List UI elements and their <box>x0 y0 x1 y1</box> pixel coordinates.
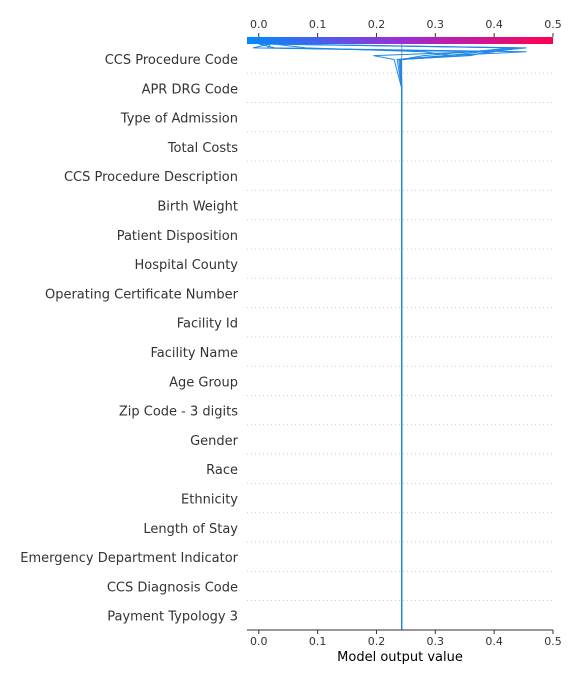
feature-label: Emergency Department Indicator <box>20 551 238 566</box>
feature-label: Gender <box>190 434 239 449</box>
grid-layer <box>247 72 553 631</box>
x-tick-label: 0.2 <box>368 635 386 648</box>
feature-label: Patient Disposition <box>117 229 238 244</box>
decision-line-6 <box>276 43 527 630</box>
feature-label: Zip Code - 3 digits <box>119 405 238 420</box>
decision-line-4 <box>252 43 495 630</box>
top-tick-label: 0.2 <box>368 18 386 31</box>
x-tick-label: 0.3 <box>427 635 445 648</box>
feature-label: Payment Typology 3 <box>107 610 238 625</box>
feature-label: CCS Procedure Description <box>64 170 238 185</box>
feature-label: Age Group <box>169 375 238 390</box>
top-tick-label: 0.3 <box>427 18 445 31</box>
x-tick-label: 0.0 <box>250 635 268 648</box>
feature-label: Length of Stay <box>143 522 238 537</box>
feature-label: Birth Weight <box>157 200 238 215</box>
feature-label: Hospital County <box>135 258 239 273</box>
x-tick-label: 0.4 <box>485 635 503 648</box>
feature-label: Ethnicity <box>181 493 238 508</box>
feature-label: Facility Id <box>177 317 238 332</box>
feature-label: CCS Procedure Code <box>105 53 238 68</box>
feature-label: Type of Admission <box>120 112 238 127</box>
colorbar <box>247 37 553 44</box>
top-tick-label: 0.5 <box>544 18 562 31</box>
feature-label: Total Costs <box>167 141 238 156</box>
decision-lines <box>252 43 527 630</box>
feature-label: APR DRG Code <box>142 82 238 97</box>
top-tick-label: 0.4 <box>485 18 503 31</box>
feature-label: Operating Certificate Number <box>45 287 239 302</box>
feature-label: CCS Diagnosis Code <box>107 580 238 595</box>
colorbar-layer: 0.0 0.1 0.2 0.3 0.4 0.5 <box>247 18 562 44</box>
x-tick-label: 0.1 <box>309 635 327 648</box>
decision-line-3 <box>258 43 514 630</box>
top-tick-label: 0.1 <box>309 18 327 31</box>
feature-label: Facility Name <box>150 346 238 361</box>
x-tick-label: 0.5 <box>544 635 562 648</box>
feature-label: Race <box>206 463 238 478</box>
x-axis-title: Model output value <box>337 650 463 665</box>
top-tick-label: 0.0 <box>250 18 268 31</box>
